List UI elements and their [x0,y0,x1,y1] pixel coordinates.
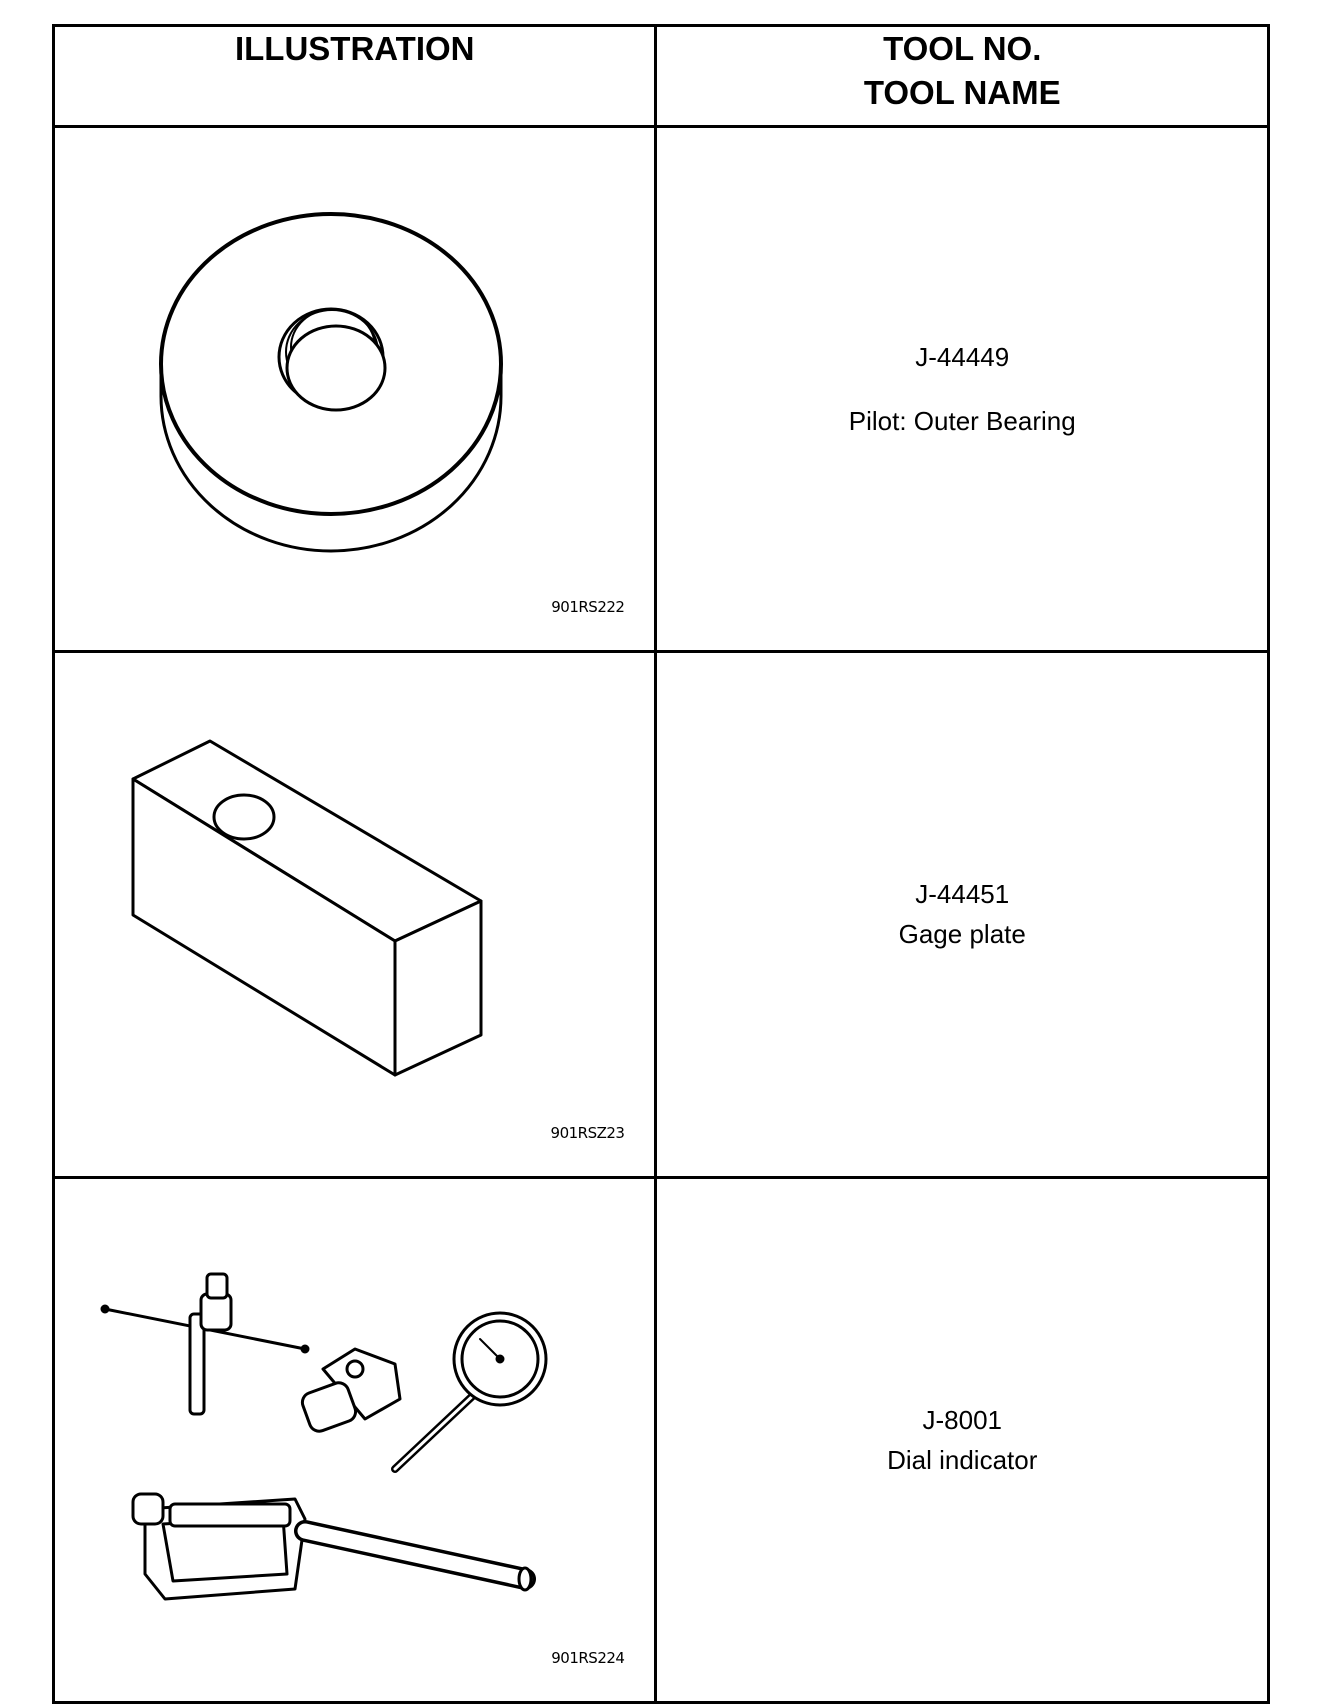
figure-code: 901RSZ23 [550,1123,625,1142]
tool-name: Dial indicator [887,1444,1038,1475]
tool-number: J-44451 [915,879,1010,910]
tool-name-header: TOOL NAME [863,74,1061,111]
illustration-cell: 901RS222 [51,124,658,654]
table-row: 901RS224 J-8001 Dial indicator [51,1175,1270,1704]
tool-info-cell: J-44449 Pilot: Outer Bearing [654,124,1270,654]
table-row: 901RSZ23 J-44451 Gage plate [51,650,1270,1179]
illustration-cell: 901RS224 [51,1175,658,1704]
dial-indicator-set-icon [100,1272,548,1601]
illustration-cell: 901RSZ23 [51,650,658,1179]
figure-code: 901RS222 [551,598,625,617]
tool-number: J-8001 [922,1404,1002,1435]
table-header-row: ILLUSTRATION TOOL NO. TOOL NAME [51,24,1270,128]
tool-table: ILLUSTRATION TOOL NO. TOOL NAME 901RS222… [51,24,1270,1704]
tool-info-cell: J-8001 Dial indicator [654,1175,1270,1704]
illustration-header: ILLUSTRATION [51,24,658,128]
table-row: 901RS222 J-44449 Pilot: Outer Bearing [51,124,1270,654]
tool-info-cell: J-44451 Gage plate [654,650,1270,1179]
pilot-outer-bearing-icon [159,211,503,553]
gage-plate-icon [131,739,483,1077]
figure-code: 901RS224 [551,1649,625,1667]
tool-header: TOOL NO. TOOL NAME [654,24,1270,128]
tool-name: Pilot: Outer Bearing [848,405,1076,436]
tool-name: Gage plate [898,919,1026,950]
tool-no-header: TOOL NO. [883,30,1042,67]
tool-number: J-44449 [915,341,1010,372]
